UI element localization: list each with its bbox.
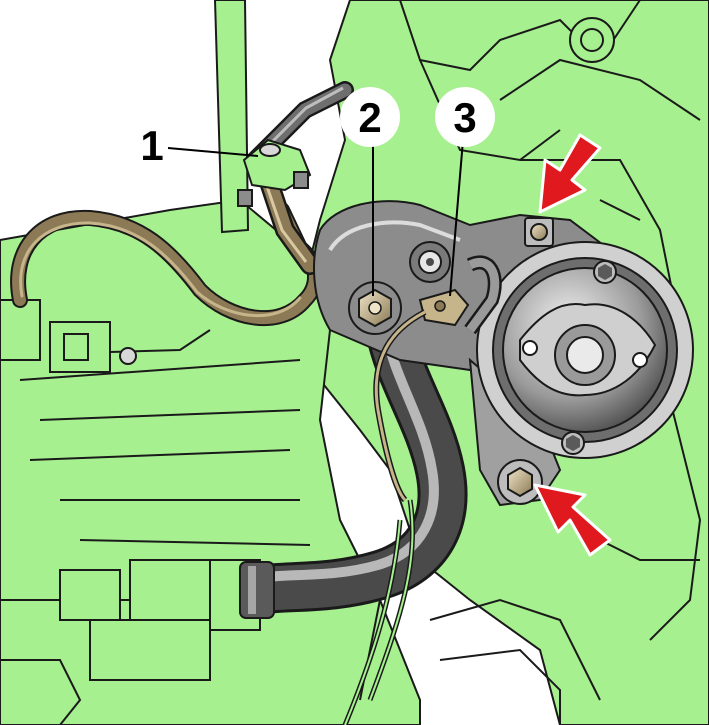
callout-1-label: 1 [140, 122, 163, 169]
callout-3-badge [435, 87, 495, 147]
callout-2: 2 [340, 87, 400, 147]
callout-1: 1 [140, 122, 163, 169]
callout-2-label: 2 [358, 94, 381, 141]
callout-3-label: 3 [453, 94, 476, 141]
callout-leaders [167, 139, 464, 297]
fuel-line-clamp [237, 138, 312, 207]
upper-mounting-bolt [524, 217, 554, 247]
lower-mounting-bolt [497, 459, 543, 505]
vacuum-hose [239, 324, 468, 619]
vacuum-pump [313, 200, 694, 507]
mounting-nut [348, 281, 402, 335]
arrow-lower [533, 483, 612, 557]
arrow-upper [538, 133, 602, 214]
callout-2-badge [340, 87, 400, 147]
callout-3: 3 [435, 87, 495, 147]
wiring [342, 499, 416, 725]
wire-bracket [373, 288, 470, 503]
